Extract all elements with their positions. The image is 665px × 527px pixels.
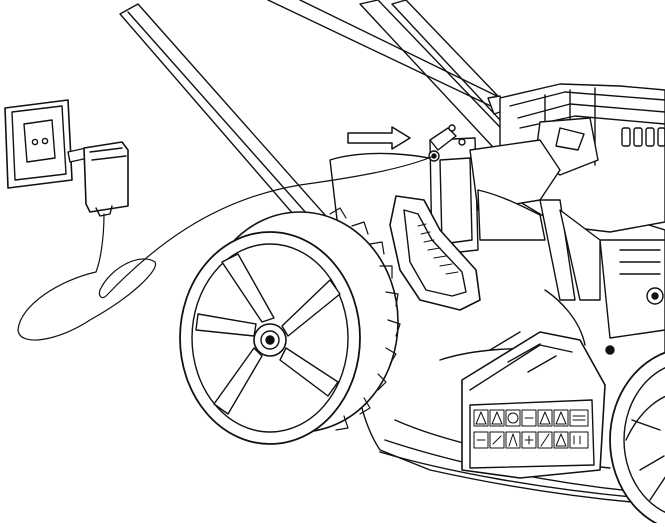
vent-slots (622, 128, 665, 146)
wall-socket-icon (5, 100, 72, 188)
warning-label-panel (462, 332, 605, 478)
cable-icon (18, 156, 434, 340)
catcher-frame (430, 138, 600, 345)
wheel-spokes (196, 254, 340, 414)
grass-catcher-handle (390, 196, 480, 310)
rear-wheel (180, 208, 400, 444)
arrow-right-icon (348, 127, 410, 149)
plug-adapter-icon (68, 142, 128, 216)
wheel-tread (330, 208, 400, 430)
grip-ridges (418, 224, 458, 274)
safety-symbols (474, 410, 588, 448)
front-wheel (610, 348, 665, 527)
charging-port (429, 125, 465, 161)
